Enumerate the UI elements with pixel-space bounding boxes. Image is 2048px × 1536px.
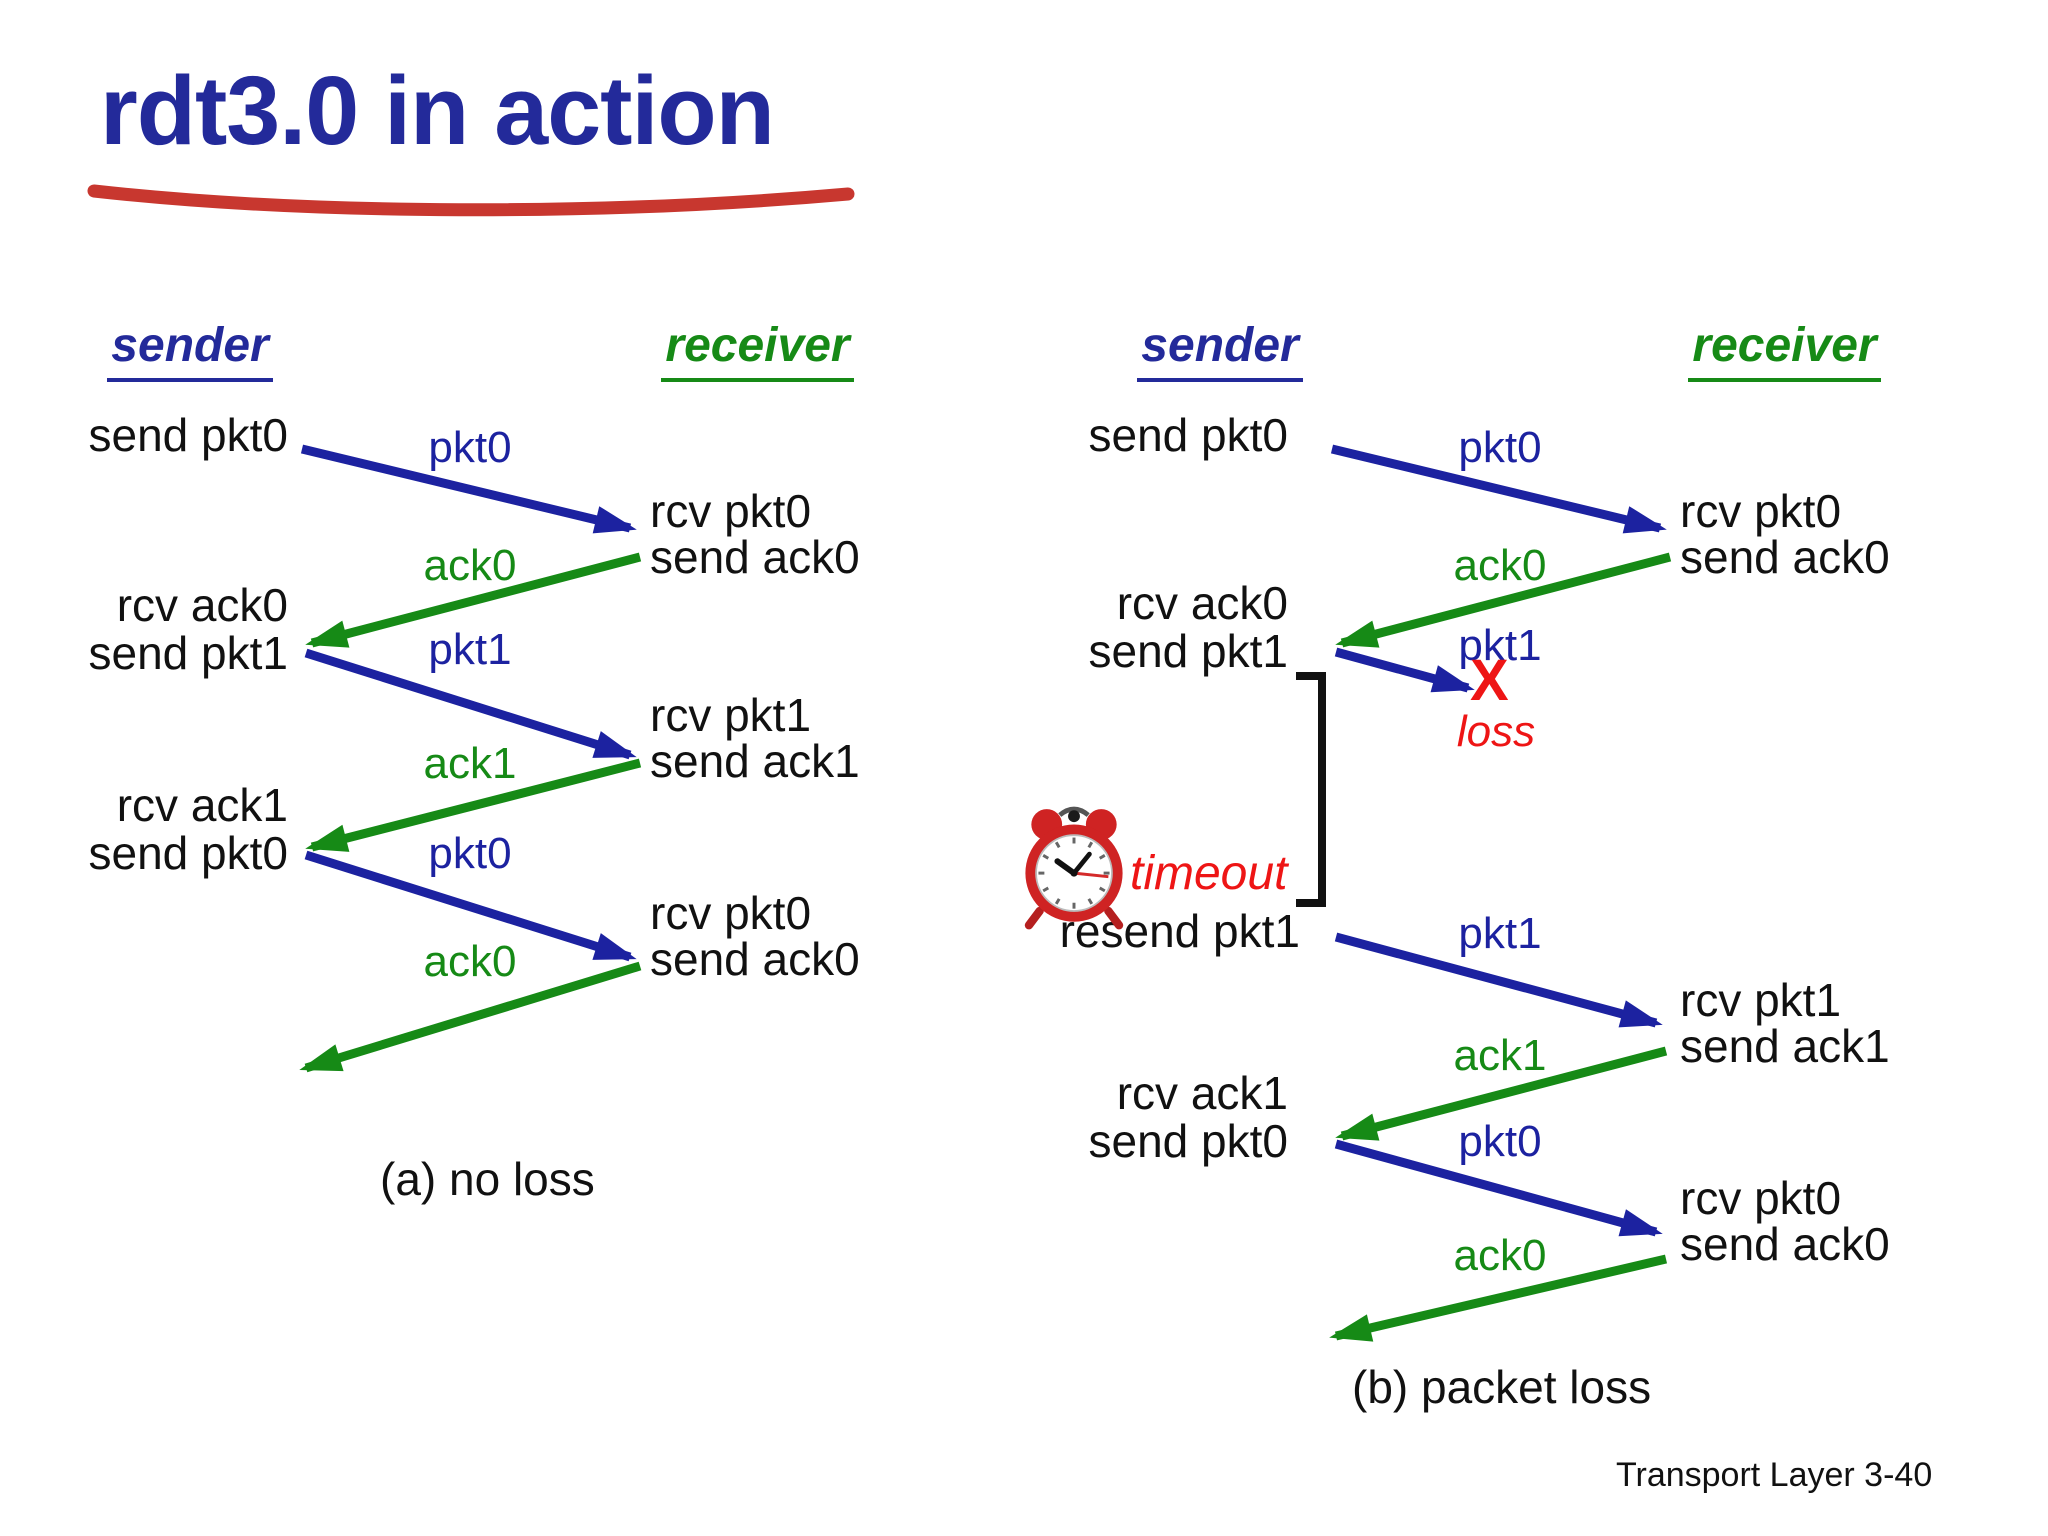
b-note-send-ack0-1: send ack0: [1680, 531, 1890, 583]
timeout-bracket: [1296, 672, 1326, 907]
b-label-pkt0-1: pkt0: [1458, 423, 1542, 472]
a-note-rcv-pkt0-2: rcv pkt0: [650, 887, 812, 939]
a-receiver-header: receiver: [645, 318, 870, 382]
a-caption: (a) no loss: [380, 1153, 595, 1205]
b-receiver-header: receiver: [1672, 318, 1897, 382]
a-note-rcv-pkt1: rcv pkt1: [650, 689, 812, 741]
b-sender-header: sender: [1120, 318, 1320, 382]
b-note-send-ack1: send ack1: [1680, 1020, 1890, 1072]
alarm-clock-legs: [1024, 906, 1124, 930]
a-label-pkt0-2: pkt0: [428, 829, 512, 878]
b-arrow-ack0-2: [1329, 1254, 1668, 1342]
page-title: rdt3.0 in action: [100, 56, 775, 165]
a-label-pkt1: pkt1: [428, 625, 512, 674]
b-note-rcv-pkt0-2: rcv pkt0: [1680, 1172, 1842, 1224]
a-arrow-pkt0-2: [304, 850, 637, 962]
alarm-clock-icon: [1024, 806, 1124, 930]
b-label-ack1: ack1: [1453, 1031, 1547, 1080]
b-arrow-ack0-1: [1335, 552, 1672, 648]
b-note-send-ack0-2: send ack0: [1680, 1218, 1890, 1270]
a-note-send-pkt0-2: send pkt0: [88, 827, 288, 879]
loss-x-mark: X: [1470, 648, 1509, 713]
b-arrow-pkt0-1: [1330, 444, 1667, 534]
a-note-rcv-ack0: rcv ack0: [116, 579, 288, 631]
a-label-ack0-1: ack0: [423, 541, 517, 590]
b-note-send-pkt0-1: send pkt0: [1088, 409, 1288, 461]
a-label-ack0-2: ack0: [423, 937, 517, 986]
a-note-send-ack1: send ack1: [650, 735, 860, 787]
b-note-send-pkt0-2: send pkt0: [1088, 1115, 1288, 1167]
a-note-send-ack0-1: send ack0: [650, 531, 860, 583]
b-caption: (b) packet loss: [1352, 1361, 1652, 1413]
b-label-pkt1-resend: pkt1: [1458, 909, 1542, 958]
b-label-ack0-2: ack0: [1453, 1231, 1547, 1280]
timeout-label: timeout: [1130, 847, 1288, 900]
b-note-rcv-pkt0-1: rcv pkt0: [1680, 485, 1842, 537]
a-label-ack1: ack1: [423, 739, 517, 788]
a-arrow-ack0-1: [305, 552, 642, 648]
a-note-send-pkt0-1: send pkt0: [88, 409, 288, 461]
a-label-pkt0-1: pkt0: [428, 423, 512, 472]
b-note-rcv-ack1: rcv ack1: [1116, 1067, 1288, 1119]
slide-footer: Transport Layer 3-40: [1616, 1456, 1933, 1494]
a-note-send-ack0-2: send ack0: [650, 933, 860, 985]
title-underline-stroke: [87, 184, 855, 217]
a-arrow-pkt0-1: [300, 444, 637, 534]
a-arrow-pkt1: [304, 648, 637, 760]
b-arrow-pkt0-2: [1334, 1139, 1663, 1237]
b-arrow-ack1: [1335, 1046, 1668, 1141]
loss-label: loss: [1456, 707, 1536, 756]
b-note-send-pkt1: send pkt1: [1088, 625, 1288, 677]
a-note-rcv-ack1: rcv ack1: [116, 779, 288, 831]
b-label-ack0-1: ack0: [1453, 541, 1547, 590]
a-arrow-ack1: [305, 758, 642, 852]
a-arrow-ack0-2: [299, 961, 642, 1073]
a-sender-header: sender: [90, 318, 290, 382]
alarm-clock-ticks: [1038, 837, 1110, 909]
b-note-rcv-ack0: rcv ack0: [1116, 577, 1288, 629]
b-arrow-pkt1-resend: [1334, 932, 1663, 1028]
b-arrow-pkt1-lost: [1334, 647, 1475, 693]
a-note-rcv-pkt0-1: rcv pkt0: [650, 485, 812, 537]
b-label-pkt0-2: pkt0: [1458, 1117, 1542, 1166]
b-label-pkt1-lost: pkt1: [1458, 621, 1542, 670]
a-note-send-pkt1: send pkt1: [88, 627, 288, 679]
b-note-rcv-pkt1: rcv pkt1: [1680, 974, 1842, 1026]
alarm-clock-hands: [1054, 851, 1109, 879]
